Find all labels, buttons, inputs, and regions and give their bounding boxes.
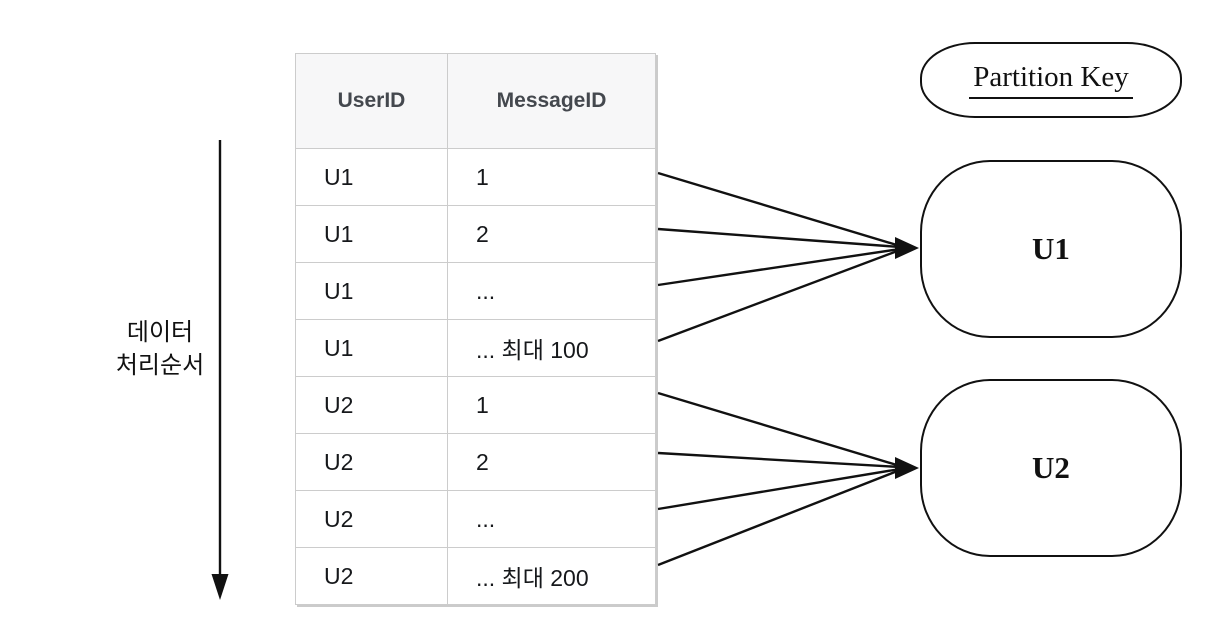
partition-key-label: Partition Key: [920, 42, 1182, 118]
partition-node-u2: U2: [920, 379, 1182, 557]
cell-messageid: ...: [447, 490, 656, 548]
table-row: U2 2: [295, 433, 656, 491]
cell-userid: U1: [295, 148, 448, 206]
col-header-userid: UserID: [295, 53, 448, 149]
cell-messageid: 1: [447, 148, 656, 206]
partition-node-u2-label: U2: [1032, 450, 1070, 485]
table-row: U1 ... 최대 100: [295, 319, 656, 377]
process-order-label-line1: 데이터: [126, 320, 194, 346]
table-row: U1 1: [295, 148, 656, 206]
cell-userid: U2: [295, 547, 448, 605]
cell-userid: U2: [295, 376, 448, 434]
cell-messageid: ... 최대 100: [447, 319, 656, 377]
table-row: U2 ...: [295, 490, 656, 548]
cell-messageid: 2: [447, 433, 656, 491]
partition-node-u1: U1: [920, 160, 1182, 338]
partition-key-title: Partition Key: [969, 61, 1133, 99]
cell-messageid: ... 최대 200: [447, 547, 656, 605]
u2-arrowhead-icon: [895, 457, 919, 479]
process-order-label-line2: 처리순서: [115, 353, 205, 379]
u2-fan-in-arrows: [657, 391, 919, 567]
cell-userid: U2: [295, 490, 448, 548]
process-order-arrow-icon: [211, 140, 229, 600]
col-header-messageid: MessageID: [447, 53, 656, 149]
cell-userid: U1: [295, 262, 448, 320]
table-row: U1 ...: [295, 262, 656, 320]
u1-arrowhead-icon: [895, 237, 919, 259]
table-header-row: UserID MessageID: [295, 53, 656, 149]
cell-userid: U2: [295, 433, 448, 491]
table-row: U1 2: [295, 205, 656, 263]
cell-userid: U1: [295, 205, 448, 263]
partition-node-u1-label: U1: [1032, 231, 1070, 266]
cell-messageid: ...: [447, 262, 656, 320]
u1-fan-in-arrows: [657, 171, 919, 343]
table-row: U2 1: [295, 376, 656, 434]
cell-userid: U1: [295, 319, 448, 377]
message-table: UserID MessageID U1 1 U1 2 U1 ... U1 ...…: [295, 53, 656, 605]
cell-messageid: 2: [447, 205, 656, 263]
process-order-label: 데이터 처리순서: [100, 317, 220, 383]
cell-messageid: 1: [447, 376, 656, 434]
table-row: U2 ... 최대 200: [295, 547, 656, 605]
